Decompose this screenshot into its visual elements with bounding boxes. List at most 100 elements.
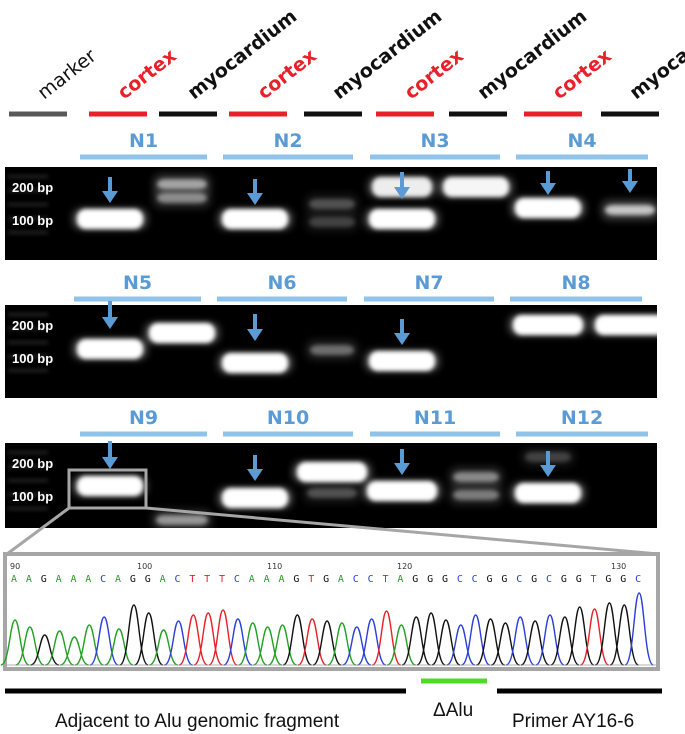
ladder-band (8, 507, 48, 510)
trace-peak (149, 629, 179, 666)
sequence-position: 120 (397, 562, 412, 571)
base-call: T (204, 574, 210, 585)
gel-band (77, 209, 143, 229)
sample-label: N4 (567, 130, 596, 152)
trace-peak (431, 619, 461, 666)
trace-peak (178, 614, 209, 666)
base-call: C (635, 574, 641, 585)
base-call: C (100, 574, 106, 585)
base-call: A (249, 574, 255, 585)
arrow-head (622, 181, 638, 193)
gel-band (309, 199, 355, 209)
base-call: C (353, 574, 359, 585)
gel-band (77, 476, 143, 496)
arrow-head (102, 317, 118, 329)
base-call: C (234, 574, 240, 585)
trace-peak (163, 620, 193, 666)
base-call: G (412, 574, 418, 585)
base-call: A (70, 574, 76, 585)
arrow-head (102, 457, 118, 469)
sequence-position: 110 (267, 562, 282, 571)
ladder-band (8, 189, 48, 192)
gel-band (453, 490, 499, 500)
sample-label: N8 (561, 272, 590, 294)
gel-band (307, 488, 357, 498)
trace-peak (89, 616, 119, 666)
trace-peak (342, 626, 372, 666)
trace-peak (30, 634, 60, 666)
gel-band (367, 481, 437, 501)
ladder-band (8, 479, 48, 482)
base-call: G (442, 574, 448, 585)
marker-200bp-label: 200 bp (12, 318, 53, 333)
ladder-band (8, 493, 48, 496)
lane-label: cortex (114, 45, 181, 104)
trace-peak (15, 626, 45, 666)
gel-band (515, 198, 581, 218)
arrow-head (394, 463, 410, 475)
sequence-position: 130 (611, 562, 626, 571)
trace-peak (238, 622, 268, 666)
gel-band (77, 339, 143, 359)
base-call: G (293, 574, 299, 585)
chromatogram-frame (3, 552, 660, 671)
ladder-band (8, 327, 48, 330)
arrow-head (247, 193, 263, 205)
trace-peak (446, 624, 476, 666)
marker-100bp-label: 100 bp (12, 489, 53, 504)
arrow-head (540, 183, 556, 195)
trace-peak (60, 636, 89, 666)
trace-peak (74, 624, 104, 666)
marker-200bp-label: 200 bp (12, 456, 53, 471)
trace-peak (327, 622, 357, 666)
gel-band (149, 323, 215, 343)
gel-band (443, 177, 509, 197)
primer-label: Primer AY16-6 (512, 711, 634, 732)
trace-peak (386, 624, 416, 666)
ladder-band (8, 217, 48, 220)
trace-peak (460, 614, 491, 666)
trace-peak (520, 620, 550, 666)
trace-peak (312, 620, 342, 666)
ladder-band (8, 203, 48, 206)
trace-peak (416, 612, 446, 666)
base-call: A (264, 574, 270, 585)
base-call: C (368, 574, 374, 585)
trace-peak (609, 604, 640, 666)
base-call: T (591, 574, 597, 585)
trace-peak (490, 622, 520, 666)
trace-peak (208, 609, 238, 666)
bottom-annotations: Adjacent to Alu genomic fragment ΔAlu Pr… (5, 678, 662, 732)
trace-peak (372, 610, 402, 666)
trace-peak (297, 618, 327, 666)
base-call: G (323, 574, 329, 585)
ladder-band (8, 465, 48, 468)
trace-peak (476, 618, 506, 666)
trace-peak (0, 619, 30, 666)
gel-band (605, 205, 655, 215)
gel-band (309, 217, 355, 227)
gel-band (513, 315, 583, 335)
sample-label: N2 (273, 130, 302, 152)
sample-label: N1 (129, 130, 158, 152)
lane-label: myocardium (626, 5, 685, 104)
ladder-band (8, 175, 48, 178)
base-call: A (56, 574, 62, 585)
base-call: A (85, 574, 91, 585)
base-call: G (130, 574, 136, 585)
sample-label: N10 (267, 407, 309, 429)
gel-band (369, 351, 435, 371)
arrow-head (394, 187, 410, 199)
gel-band (157, 193, 207, 203)
lane-label: marker (34, 45, 101, 104)
delta-alu-label: ΔAlu (433, 700, 473, 721)
trace-peak (223, 618, 253, 666)
trace-peaks (0, 592, 654, 666)
base-call: G (605, 574, 611, 585)
